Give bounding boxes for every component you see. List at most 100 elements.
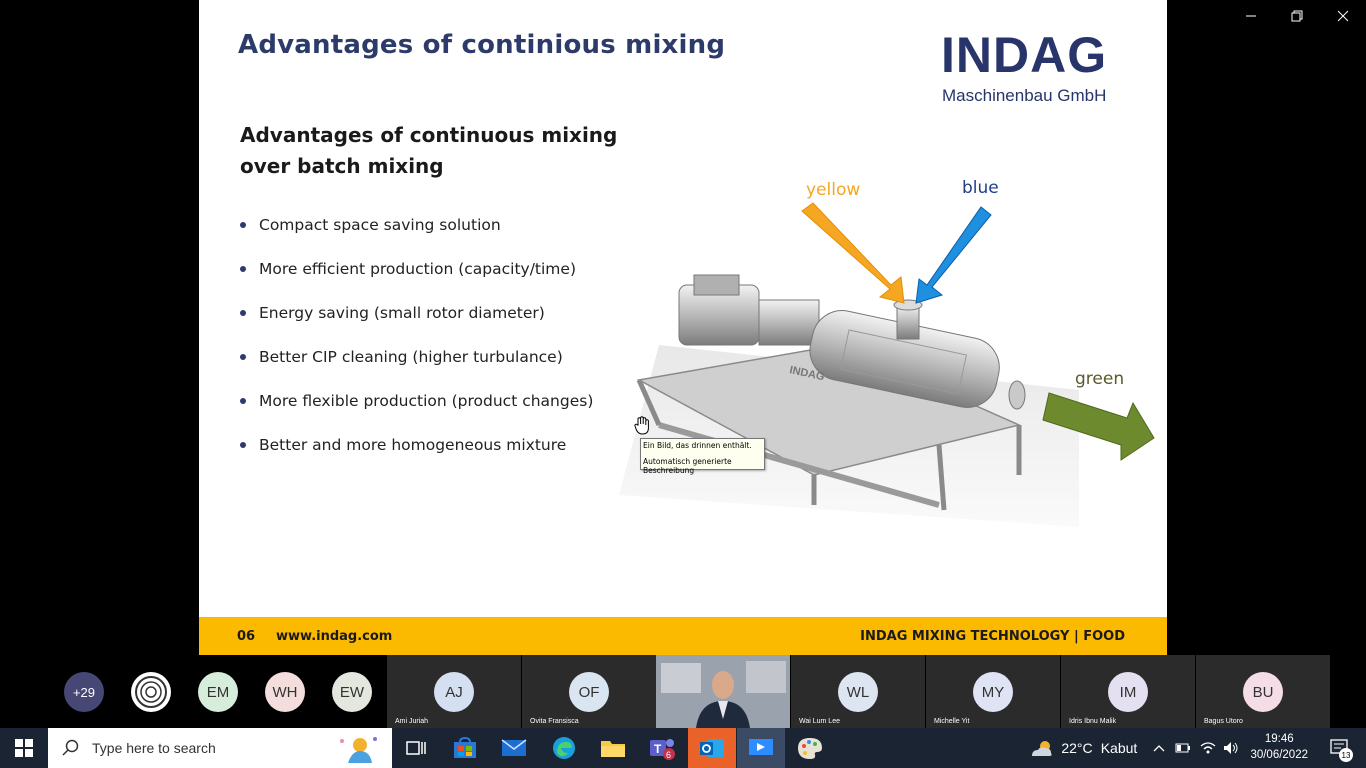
clock-time: 19:46	[1264, 733, 1294, 745]
bullet-icon	[240, 354, 246, 360]
weather-condition: Kabut	[1100, 740, 1138, 756]
svg-text:T: T	[654, 742, 662, 756]
edge-button[interactable]	[540, 728, 588, 768]
participant-tile[interactable]: AJ Ami Juriah	[387, 655, 521, 728]
mixer-machine-image: INDAG	[619, 202, 1155, 527]
logo-avatar-icon	[135, 676, 167, 708]
bullet-icon	[240, 398, 246, 404]
avatar: AJ	[434, 672, 474, 712]
notification-count-badge: 13	[1339, 748, 1353, 762]
volume-button[interactable]	[1220, 728, 1242, 768]
list-item: Energy saving (small rotor diameter)	[240, 291, 593, 335]
chevron-up-icon	[1153, 745, 1165, 752]
search-icon	[62, 739, 79, 756]
teams-button[interactable]: T 6	[638, 728, 686, 768]
search-placeholder: Type here to search	[92, 740, 216, 756]
weather-button[interactable]	[1028, 728, 1056, 768]
outlook-icon	[700, 739, 724, 757]
blue-label: blue	[962, 178, 999, 198]
window-controls	[1228, 0, 1366, 32]
list-item: More flexible production (product change…	[240, 379, 593, 423]
bullet-icon	[240, 266, 246, 272]
file-explorer-button[interactable]	[589, 728, 637, 768]
windows-icon	[15, 739, 33, 757]
slide-footer: 06 www.indag.com INDAG MIXING TECHNOLOGY…	[199, 617, 1167, 655]
bullet-icon	[240, 442, 246, 448]
advantages-list: Compact space saving solution More effic…	[240, 203, 593, 467]
footer-url: www.indag.com	[276, 628, 393, 644]
avatar[interactable]: EM	[198, 672, 238, 712]
bullet-icon	[240, 222, 246, 228]
avatar[interactable]	[131, 672, 171, 712]
speaker-icon	[1224, 742, 1238, 754]
avatar[interactable]: WH	[265, 672, 305, 712]
participant-name: Ovita Fransisca	[530, 718, 579, 725]
list-item: Better CIP cleaning (higher turbulance)	[240, 335, 593, 379]
presenter-video-tile[interactable]	[656, 655, 790, 728]
teams-icon: T 6	[650, 739, 675, 760]
list-item: Better and more homogeneous mixture	[240, 423, 593, 467]
zoom-meeting-button[interactable]	[737, 728, 785, 768]
participant-tile[interactable]: WL Wai Lum Lee	[791, 655, 925, 728]
green-outlet-arrow	[1042, 392, 1155, 461]
store-icon	[454, 737, 476, 758]
minimize-icon[interactable]	[1228, 0, 1274, 32]
restore-icon[interactable]	[1274, 0, 1320, 32]
weather-temp: 22°C	[1061, 740, 1093, 756]
weather-icon	[1032, 741, 1052, 756]
avatar: MY	[973, 672, 1013, 712]
store-button[interactable]	[441, 728, 489, 768]
participant-name: Ami Juriah	[395, 718, 429, 725]
avatar: IM	[1108, 672, 1148, 712]
folder-icon	[601, 741, 625, 757]
bullet-icon	[240, 310, 246, 316]
participant-tile[interactable]: MY Michelle Yit	[926, 655, 1060, 728]
participant-name: Idris Ibnu Malik	[1069, 718, 1117, 725]
participant-name: Bagus Utoro	[1204, 718, 1243, 725]
battery-icon	[1175, 743, 1190, 753]
battery-button[interactable]	[1173, 728, 1193, 768]
clock[interactable]: 19:46 30/06/2022	[1250, 731, 1308, 763]
network-button[interactable]	[1197, 728, 1219, 768]
avatar: BU	[1243, 672, 1283, 712]
participant-tile[interactable]: OF Ovita Fransisca	[522, 655, 656, 728]
show-hidden-icons-button[interactable]	[1150, 728, 1168, 768]
outlook-button[interactable]	[688, 728, 736, 768]
slide-title: Advantages of continious mixing	[238, 30, 726, 60]
start-button[interactable]	[0, 728, 48, 768]
close-icon[interactable]	[1320, 0, 1366, 32]
avatar: WL	[838, 672, 878, 712]
mail-icon	[501, 739, 527, 756]
participant-tile[interactable]: BU Bagus Utoro	[1196, 655, 1330, 728]
image-alt-tooltip: Ein Bild, das drinnen enthält. Automatis…	[640, 438, 765, 475]
screen-share-icon	[749, 739, 773, 755]
list-item: More efficient production (capacity/time…	[240, 247, 593, 291]
edge-icon	[553, 737, 575, 759]
mail-button[interactable]	[490, 728, 538, 768]
avatar[interactable]: EW	[332, 672, 372, 712]
participant-name: Michelle Yit	[934, 718, 970, 725]
taskbar: Type here to search	[0, 728, 1366, 768]
more-participants-button[interactable]: +29	[64, 672, 104, 712]
wifi-icon	[1200, 742, 1216, 754]
task-view-button[interactable]	[392, 728, 440, 768]
notification-center-button[interactable]: 13	[1320, 728, 1360, 768]
palette-icon	[798, 738, 822, 759]
yellow-inlet-arrow	[801, 202, 905, 304]
green-label: green	[1075, 369, 1125, 389]
participants-strip: +29 EM WH EW AJ Ami Juriah OF Ovita Fran…	[0, 655, 1366, 728]
taskbar-search-box[interactable]: Type here to search	[48, 728, 392, 768]
shared-slide: Advantages of continious mixing INDAG Ma…	[199, 0, 1167, 655]
list-item: Compact space saving solution	[240, 203, 593, 247]
presenter-video	[656, 655, 790, 728]
slide-subheading: Advantages of continuous mixing over bat…	[240, 123, 618, 178]
participant-tile[interactable]: IM Idris Ibnu Malik	[1061, 655, 1195, 728]
svg-text:6: 6	[666, 750, 671, 760]
search-highlight-icon	[340, 737, 377, 763]
blue-inlet-arrow	[915, 206, 992, 304]
hand-cursor-icon	[634, 416, 649, 435]
avatar: OF	[569, 672, 609, 712]
indag-logo-subtitle: Maschinenbau GmbH	[942, 86, 1107, 105]
paint-button[interactable]	[786, 728, 834, 768]
